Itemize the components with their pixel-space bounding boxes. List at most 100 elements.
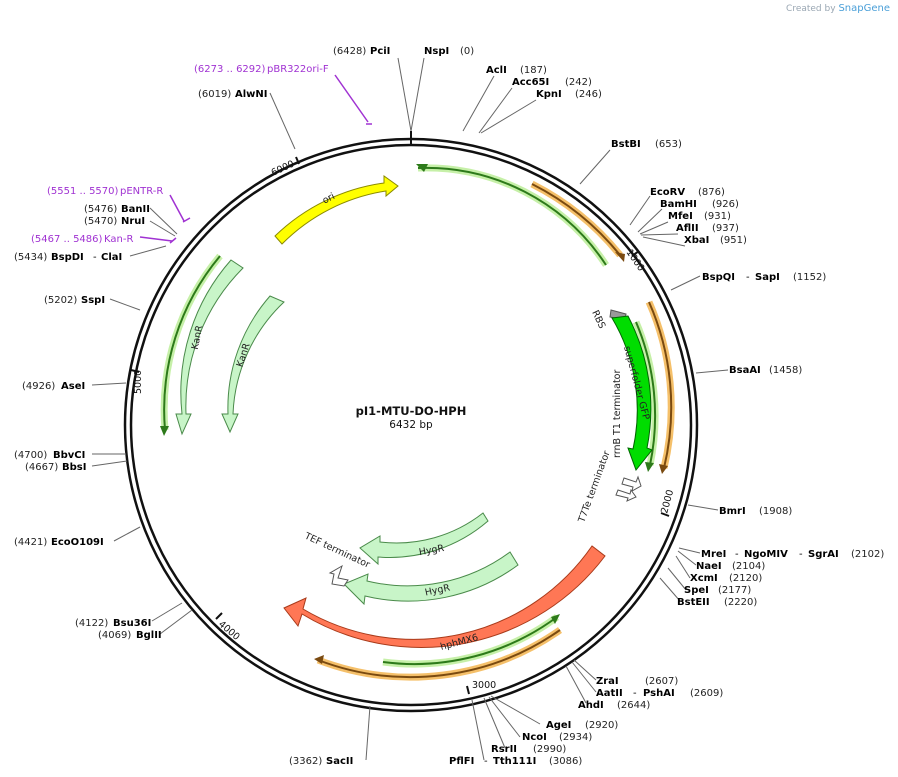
site-pos-bsaai: (1458) bbox=[769, 365, 802, 376]
site-pos-sspi: (5202) bbox=[44, 295, 77, 306]
site-aatii: AatII bbox=[596, 688, 623, 699]
site-zrai: ZraI bbox=[596, 676, 619, 687]
site-labels: (6428) PciI NspI (0) AclI (187) Acc65I (… bbox=[14, 46, 884, 767]
primer-range-pbr322ori-f: (6273 .. 6292) bbox=[194, 64, 266, 75]
site-ncoi: NcoI bbox=[522, 732, 547, 743]
site-pos-xcmi: (2120) bbox=[729, 573, 762, 584]
site-pos-bamhi: (926) bbox=[712, 199, 739, 210]
site-bsu36i: Bsu36I bbox=[113, 618, 151, 629]
site-bmri: BmrI bbox=[719, 506, 746, 517]
site-pos-bspqi: (1152) bbox=[793, 272, 826, 283]
feature-superfolder-gfp bbox=[611, 315, 653, 472]
feature-kanr-2 bbox=[221, 295, 285, 434]
site-acli: AclI bbox=[486, 65, 507, 76]
feature-kanr-1 bbox=[175, 259, 244, 436]
feature-label-rbs: RBS bbox=[589, 309, 607, 331]
site-xbai: XbaI bbox=[684, 235, 709, 246]
site-pos-naei: (2104) bbox=[732, 561, 765, 572]
site-sgrai: SgrAI bbox=[808, 549, 839, 560]
site-pos-ahdi: (2644) bbox=[617, 700, 650, 711]
feature-label-kanr-2: KanR bbox=[235, 341, 253, 368]
site-sapi: SapI bbox=[755, 272, 780, 283]
site-bbsi: BbsI bbox=[62, 462, 86, 473]
site-nrui: NruI bbox=[121, 216, 145, 227]
feature-hphmx6 bbox=[283, 545, 606, 648]
site-separator: - bbox=[484, 756, 488, 767]
site-pos-bmri: (1908) bbox=[759, 506, 792, 517]
site-nspi: NspI bbox=[424, 46, 449, 57]
site-ahdi: AhdI bbox=[578, 700, 604, 711]
tick-5000: 5000 bbox=[133, 370, 144, 394]
tick-2000: 2000 bbox=[659, 489, 676, 515]
site-pflfi: PflFI bbox=[449, 756, 474, 767]
site-pcii: PciI bbox=[370, 46, 390, 57]
snapgene-branding: Created by SnapGene bbox=[786, 3, 890, 14]
site-pos-nspi: (0) bbox=[460, 46, 474, 57]
site-pos-bglii: (4069) bbox=[98, 630, 131, 641]
site-ecorv: EcoRV bbox=[650, 187, 685, 198]
site-xcmi: XcmI bbox=[690, 573, 718, 584]
site-pos-bbvci: (4700) bbox=[14, 450, 47, 461]
site-pos-bsteii: (2220) bbox=[724, 597, 757, 608]
site-separator: - bbox=[93, 252, 97, 263]
snapgene-logo-text: SnapGene bbox=[838, 3, 890, 14]
feature-t7te-terminator bbox=[615, 488, 637, 502]
site-pos-mfei: (931) bbox=[704, 211, 731, 222]
primer-kan-r: Kan-R bbox=[104, 234, 133, 245]
site-pos-kpni: (246) bbox=[575, 89, 602, 100]
site-pos-mrei: (2102) bbox=[851, 549, 884, 560]
feature-ori bbox=[274, 175, 399, 245]
primer-range-pentr-r: (5551 .. 5570) bbox=[47, 186, 119, 197]
feature-tef-terminator bbox=[328, 564, 349, 587]
site-pos-banii: (5476) bbox=[84, 204, 117, 215]
site-kpni: KpnI bbox=[536, 89, 562, 100]
primer-range-kan-r: (5467 .. 5486) bbox=[31, 234, 103, 245]
site-pos-aflii: (937) bbox=[712, 223, 739, 234]
site-pos-acc65i: (242) bbox=[565, 77, 592, 88]
site-pos-ncoi: (2934) bbox=[559, 732, 592, 743]
site-agei: AgeI bbox=[546, 720, 571, 731]
site-asei: AseI bbox=[61, 381, 85, 392]
feature-label-kanr-1: KanR bbox=[190, 324, 206, 351]
site-pos-agei: (2920) bbox=[585, 720, 618, 731]
site-pos-tth111i: (3086) bbox=[549, 756, 582, 767]
plasmid-length: 6432 bp bbox=[389, 419, 433, 431]
site-acc65i: Acc65I bbox=[512, 77, 549, 88]
site-aflii: AflII bbox=[676, 223, 699, 234]
site-pos-ecorv: (876) bbox=[698, 187, 725, 198]
site-bspdi: BspDI bbox=[51, 252, 84, 263]
site-leaders bbox=[91, 57, 729, 761]
feature-hygr-1 bbox=[359, 512, 489, 566]
site-pshai: PshAI bbox=[643, 688, 675, 699]
primer-pbr322ori-f: pBR322ori-F bbox=[267, 64, 329, 75]
site-bstbi: BstBI bbox=[611, 139, 641, 150]
created-by-text: Created by bbox=[786, 4, 836, 14]
feature-label-t7te: T7Te terminator bbox=[576, 449, 612, 525]
primer-pentr-r: pENTR-R bbox=[120, 186, 163, 197]
plasmid-name: pI1-MTU-DO-HPH bbox=[356, 404, 467, 418]
site-ngomiv: NgoMIV bbox=[744, 549, 788, 560]
feature-label-hygr-2: HygR bbox=[424, 582, 452, 598]
site-pos-acli: (187) bbox=[520, 65, 547, 76]
tick-1000: 1000 bbox=[624, 247, 647, 273]
site-mfei: MfeI bbox=[668, 211, 693, 222]
site-separator: - bbox=[746, 272, 750, 283]
site-pos-sacii: (3362) bbox=[289, 756, 322, 767]
site-pos-bstbi: (653) bbox=[655, 139, 682, 150]
site-pos-zrai: (2607) bbox=[645, 676, 678, 687]
site-banii: BanII bbox=[121, 204, 150, 215]
site-mrei: MreI bbox=[701, 549, 726, 560]
feature-label-hygr-1: HygR bbox=[418, 543, 445, 558]
feature-label-tef: TEF terminator bbox=[302, 530, 372, 570]
site-pos-spei: (2177) bbox=[718, 585, 751, 596]
site-naei: NaeI bbox=[696, 561, 722, 572]
feature-label-ori: ori bbox=[321, 191, 337, 207]
site-separator: - bbox=[799, 549, 803, 560]
site-pos-aatii: (2609) bbox=[690, 688, 723, 699]
site-ecoo109i: EcoO109I bbox=[51, 537, 104, 548]
top-arcs bbox=[160, 164, 675, 681]
primer-markers bbox=[139, 74, 372, 244]
site-bamhi: BamHI bbox=[660, 199, 697, 210]
site-bsaai: BsaAI bbox=[729, 365, 761, 376]
